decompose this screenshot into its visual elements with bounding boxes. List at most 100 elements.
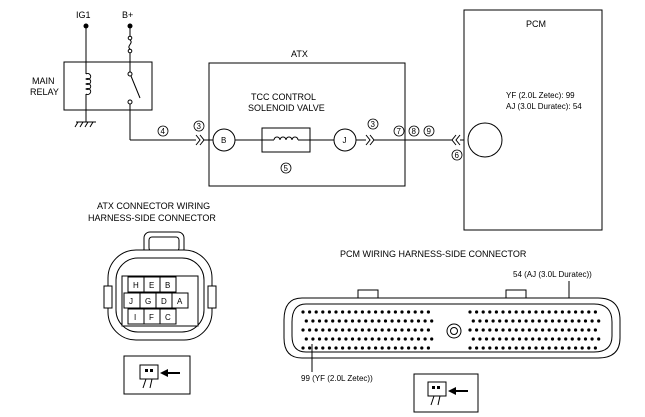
pcm-pin [347,310,351,314]
pcm-connector-title: PCM WIRING HARNESS-SIDE CONNECTOR [340,249,527,259]
pcm-pin [471,337,475,341]
pcm-pin [360,328,364,332]
pcm-pin [314,328,318,332]
atx-pin: F [149,313,154,322]
pcm-pin [327,310,331,314]
tcc-label-1: TCC CONTROL [251,92,316,102]
atx-pin: C [165,313,171,322]
pcm-pin [590,319,594,323]
callout-4 [157,125,169,137]
pcm-pin [494,346,498,350]
pcm-pin [583,319,588,323]
pcm-pin [567,346,571,350]
pcm-pin [317,319,322,323]
pcm-pin [413,310,417,314]
pcm-pin [521,346,525,350]
pcm-pin [577,319,581,323]
pcm-pin [407,310,411,314]
pcm-pin [350,337,355,341]
pcm-pin [364,337,368,341]
pcm-pin [321,310,325,314]
pcm-pin [580,328,584,332]
atx-label: ATX [291,49,308,59]
pcm-pin-grid-left [301,310,434,350]
pcm-pin [420,328,424,332]
pcm-pin [570,337,574,341]
pcm-pin [341,346,345,350]
svg-text:7: 7 [397,127,402,136]
pcm-pin [374,346,378,350]
connector-chevron-pcm [451,134,461,146]
pcm-pin [498,337,502,341]
pcm-pin [478,337,482,341]
pcm-pin [547,328,551,332]
switch-contact-top [127,71,133,77]
pcm-pin [380,346,384,350]
pcm-pin [547,346,551,350]
pcm-pin [554,310,558,314]
atx-row-1: H E B [127,276,177,293]
pcm-pin [367,328,371,332]
pcm-yf-label: YF (2.0L Zetec): 99 [506,91,575,100]
pcm-pin [481,346,485,350]
pcm-pin [337,337,341,341]
pcm-pin [321,328,325,332]
arrow-icon [448,387,468,395]
pcm-pin [471,319,475,323]
pcm-pin [488,328,492,332]
tcc-label-2: SOLENOID VALVE [248,103,325,113]
atx-pin: G [145,297,151,306]
pcm-pin [380,310,384,314]
pcm-pin [567,310,571,314]
pcm-pin [475,328,479,332]
pcm-pin [560,346,565,350]
pcm-pin [501,328,505,332]
pcm-pin [541,346,545,350]
pcm-pin [534,346,538,350]
pcm-pin [508,346,512,350]
pcm-pin [390,319,394,323]
pcm-aj-label: AJ (3.0L Duratec): 54 [506,102,582,111]
pcm-pin [574,310,578,314]
pcm-pin [416,319,421,323]
pcm-pin [597,319,601,323]
pcm-pin [357,319,361,323]
svg-text:3: 3 [197,122,202,131]
pcm-pin [407,346,411,350]
pcm-pin [527,310,532,314]
pcm-pin [337,319,341,323]
pcm-pin [597,337,601,341]
pcm-pin [593,310,598,314]
callout-3b [367,118,379,130]
pcm-pin [370,319,374,323]
pcm-pin [311,319,315,323]
pcm-pin [367,346,371,350]
pcm-pin [517,337,522,341]
pcm-pin [426,310,430,314]
pcm-pin [360,346,364,350]
pcm-pin [593,328,598,332]
connector-chevron-atx-in [195,134,205,146]
pcm-pin [403,319,407,323]
pcm-pin [488,310,492,314]
pcm-pin [508,328,512,332]
pcm-pin [554,346,558,350]
pcm-terminal [467,122,503,158]
pcm-pin [397,337,401,341]
pcm-pin [587,310,591,314]
pcm-pin [304,337,308,341]
atx-connector-title-2: HARNESS-SIDE CONNECTOR [88,213,216,223]
pcm-pin [317,337,322,341]
pcm-pin [524,319,528,323]
pcm-pin [498,319,502,323]
pcm-pin [423,319,427,323]
pcm-pin [377,319,381,323]
pcm-pin [560,328,565,332]
connector-view-icon [123,355,191,395]
main-relay-label-1: MAIN [32,76,55,86]
svg-text:6: 6 [455,151,460,160]
pcm-pin [501,346,505,350]
pcm-pin [481,328,485,332]
pcm-pin [511,319,515,323]
pcm-pin [508,310,512,314]
